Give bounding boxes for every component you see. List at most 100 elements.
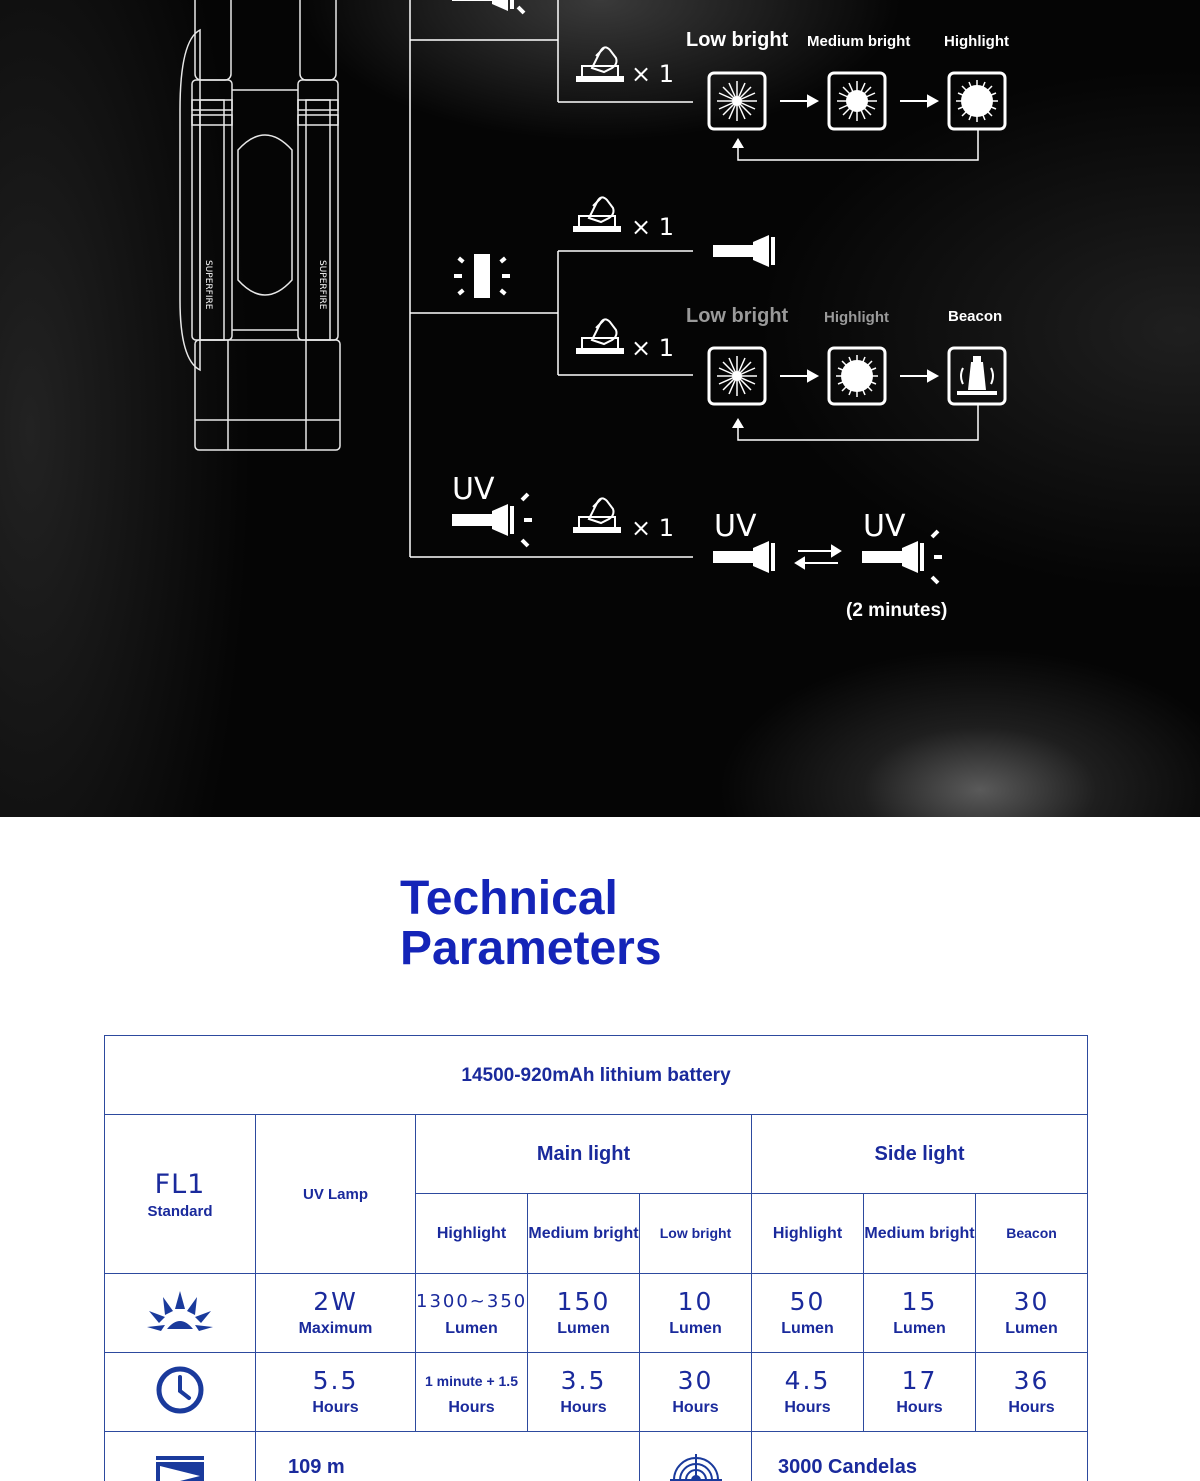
runtime-value: 5.5 [312,1366,359,1395]
runtime-unit: Hours [1008,1399,1055,1416]
main-light-header: Main light [415,1114,752,1194]
runtime-value: 1 minute + 1.5 [425,1373,518,1389]
model-variant: Standard [147,1202,213,1220]
sun-medium-icon [827,71,887,131]
side-highlight-label: Highlight [824,309,889,326]
side-light-icon [454,254,510,298]
title-line-2: Parameters [400,922,662,975]
swap-arrows-icon [794,544,842,570]
runtime-cell: 4.5 Hours [751,1352,864,1432]
brightness-icon [147,1290,213,1331]
runtime-cell: 1 minute + 1.5 Hours [415,1352,528,1432]
lumen-unit: Lumen [669,1320,722,1337]
uv-runtime-cell: 5.5 Hours [255,1352,416,1432]
uv-label: UV [863,509,906,544]
runtime-unit: Hours [448,1399,495,1416]
sub-header-main-medium: Medium bright [527,1193,640,1274]
operation-diagram-section: SUPERFIRE SUPERFIRE [0,0,1200,817]
uv-label: UV [714,509,757,544]
runtime-cell: 3.5 Hours [527,1352,640,1432]
sun-low-icon [707,346,767,406]
uv-lumen-cell: 2W Maximum [255,1273,416,1353]
lumen-cell: 30 Lumen [974,1273,1089,1353]
sub-header-side-medium: Medium bright [863,1193,976,1274]
target-icon-cell [639,1431,752,1481]
page-title: Technical Parameters [400,874,662,974]
side-low-bright-label: Low bright [686,305,789,327]
side-light-header: Side light [750,1114,1089,1194]
lumen-unit: Lumen [557,1320,610,1337]
clock-icon [156,1366,204,1413]
runtime-value: 30 [677,1366,714,1395]
press-count-label: × 1 [631,514,675,542]
runtime-value: 36 [1013,1366,1050,1395]
sub-header-main-highlight: Highlight [415,1193,528,1274]
table-row: 109 m 3000 Candelas [104,1431,1089,1481]
flashlight-drawing: SUPERFIRE SUPERFIRE [179,0,341,451]
target-icon [669,1454,722,1481]
main-highlight-label: Highlight [944,33,1009,50]
finger-press-icon [572,497,622,534]
runtime-unit: Hours [672,1399,719,1416]
sun-low-icon [707,71,767,131]
runtime-unit: Hours [312,1399,359,1416]
runtime-cell: 17 Hours [863,1352,976,1432]
lumen-cell: 50 Lumen [751,1273,864,1353]
flashlight-beam-icon [452,0,526,15]
runtime-cell: 36 Hours [974,1352,1089,1432]
beacon-icon [947,346,1007,406]
main-low-bright-label: Low bright [686,29,789,51]
table-row: 2W Maximum 1300~350 Lumen 150 Lumen 10 L… [104,1273,1089,1353]
lumen-cell: 1300~350 Lumen [415,1273,528,1353]
operation-diagram: SUPERFIRE SUPERFIRE [179,0,1007,585]
runtime-unit: Hours [784,1399,831,1416]
clock-icon-cell [104,1352,256,1432]
flashlight-beam-icon [713,235,775,267]
sub-header-main-low: Low bright [639,1193,752,1274]
lumen-cell: 15 Lumen [863,1273,976,1353]
lumen-value: 150 [556,1287,611,1316]
beam-distance-value: 109 m [288,1456,345,1478]
distance-cell: 109 m [255,1431,640,1481]
sun-high-icon [947,71,1007,131]
runtime-value: 4.5 [784,1366,831,1395]
table-row: 5.5 Hours 1 minute + 1.5 Hours 3.5 Hours… [104,1352,1089,1432]
main-medium-bright-label: Medium bright [807,33,911,50]
runtime-unit: Hours [560,1399,607,1416]
distance-icon-cell [104,1431,256,1481]
model-cell: FL1 Standard [104,1114,256,1274]
uv-label: UV [452,472,495,507]
uv-power-unit: Maximum [298,1320,373,1337]
lumen-value: 10 [677,1287,714,1316]
runtime-unit: Hours [896,1399,943,1416]
finger-press-icon [575,318,625,355]
uv-power-value: 2W [313,1287,358,1316]
lumen-value: 15 [901,1287,938,1316]
lumen-unit: Lumen [1005,1320,1058,1337]
lumen-unit: Lumen [893,1320,946,1337]
press-count-label: × 1 [631,334,675,362]
intensity-value: 3000 Candelas [778,1456,917,1478]
press-count-label: × 1 [631,60,675,88]
finger-press-icon [572,196,622,233]
side-beacon-label: Beacon [948,308,1003,325]
distance-icon [156,1456,204,1481]
lumen-value: 1300~350 [416,1291,528,1312]
battery-spec-cell: 14500-920mAh lithium battery [103,1035,1089,1115]
model-name: FL1 [154,1168,206,1200]
runtime-cell: 30 Hours [639,1352,752,1432]
sub-header-side-beacon: Beacon [974,1193,1089,1274]
brightness-icon-cell [104,1273,256,1353]
runtime-value: 17 [901,1366,938,1395]
lumen-value: 50 [789,1287,826,1316]
title-line-1: Technical [400,872,618,925]
runtime-value: 3.5 [560,1366,607,1395]
svg-text:SUPERFIRE: SUPERFIRE [317,260,327,310]
lumen-cell: 10 Lumen [639,1273,752,1353]
uv-timer-note: (2 minutes) [846,600,948,621]
svg-text:SUPERFIRE: SUPERFIRE [203,260,213,310]
lumen-cell: 150 Lumen [527,1273,640,1353]
finger-press-icon [575,46,625,83]
lumen-unit: Lumen [445,1320,498,1337]
uv-lamp-header: UV Lamp [255,1114,416,1274]
